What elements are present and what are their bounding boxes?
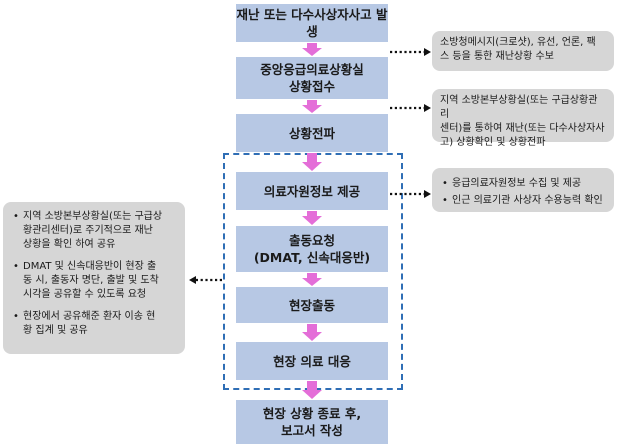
step-report-writing: 현장 상황 종료 후, 보고서 작성 (236, 400, 388, 444)
down-arrow-icon (302, 100, 322, 113)
reception-note: 소방청메시지(크로샷), 유선, 언론, 팩 스 등을 통한 재난상황 수보 (432, 31, 614, 71)
down-arrow-icon (302, 273, 322, 286)
arrowhead-icon (424, 104, 431, 112)
arrowhead-icon (424, 190, 431, 198)
down-arrow-icon (302, 211, 322, 225)
step-disaster-occurrence: 재난 또는 다수사상자사고 발생 (236, 4, 388, 42)
step-situation-propagation: 상황전파 (236, 114, 388, 152)
down-arrow-icon (302, 381, 322, 399)
resource-info-note: 응급의료자원정보 수집 및 제공 인근 의료기관 사상자 수용능력 확인 (432, 168, 614, 212)
step-medical-resource-info: 의료자원정보 제공 (236, 172, 388, 210)
down-arrow-icon (302, 43, 322, 56)
coordination-item: DMAT 및 신속대응반이 현장 출 동 시, 출동자 명단, 출발 및 도착 … (11, 260, 177, 302)
coordination-item: 현장에서 공유해준 환자 이송 현 황 집계 및 공유 (11, 310, 177, 338)
step-field-medical-response: 현장 의료 대응 (236, 342, 388, 380)
step-dispatch-request: 출동요청 (DMAT, 신속대응반) (236, 226, 388, 272)
coordination-note: 지역 소방본부상황실(또는 구급상 황관리센터)로 주기적으로 재난 상황을 확… (3, 202, 185, 354)
down-arrow-icon (302, 324, 322, 341)
resource-info-item: 인근 의료기관 사상자 수용능력 확인 (440, 194, 606, 208)
step-field-dispatch: 현장출동 (236, 287, 388, 323)
coordination-item: 지역 소방본부상황실(또는 구급상 황관리센터)로 주기적으로 재난 상황을 확… (11, 210, 177, 252)
arrowhead-icon (189, 276, 196, 284)
arrowhead-icon (424, 48, 431, 56)
step-situation-reception: 중앙응급의료상황실 상황접수 (236, 57, 388, 99)
down-arrow-icon (302, 153, 322, 171)
resource-info-item: 응급의료자원정보 수집 및 제공 (440, 177, 606, 191)
propagation-note: 지역 소방본부상황실(또는 구급상황관리 센터)를 통하여 재난(또는 다수사상… (432, 89, 614, 148)
